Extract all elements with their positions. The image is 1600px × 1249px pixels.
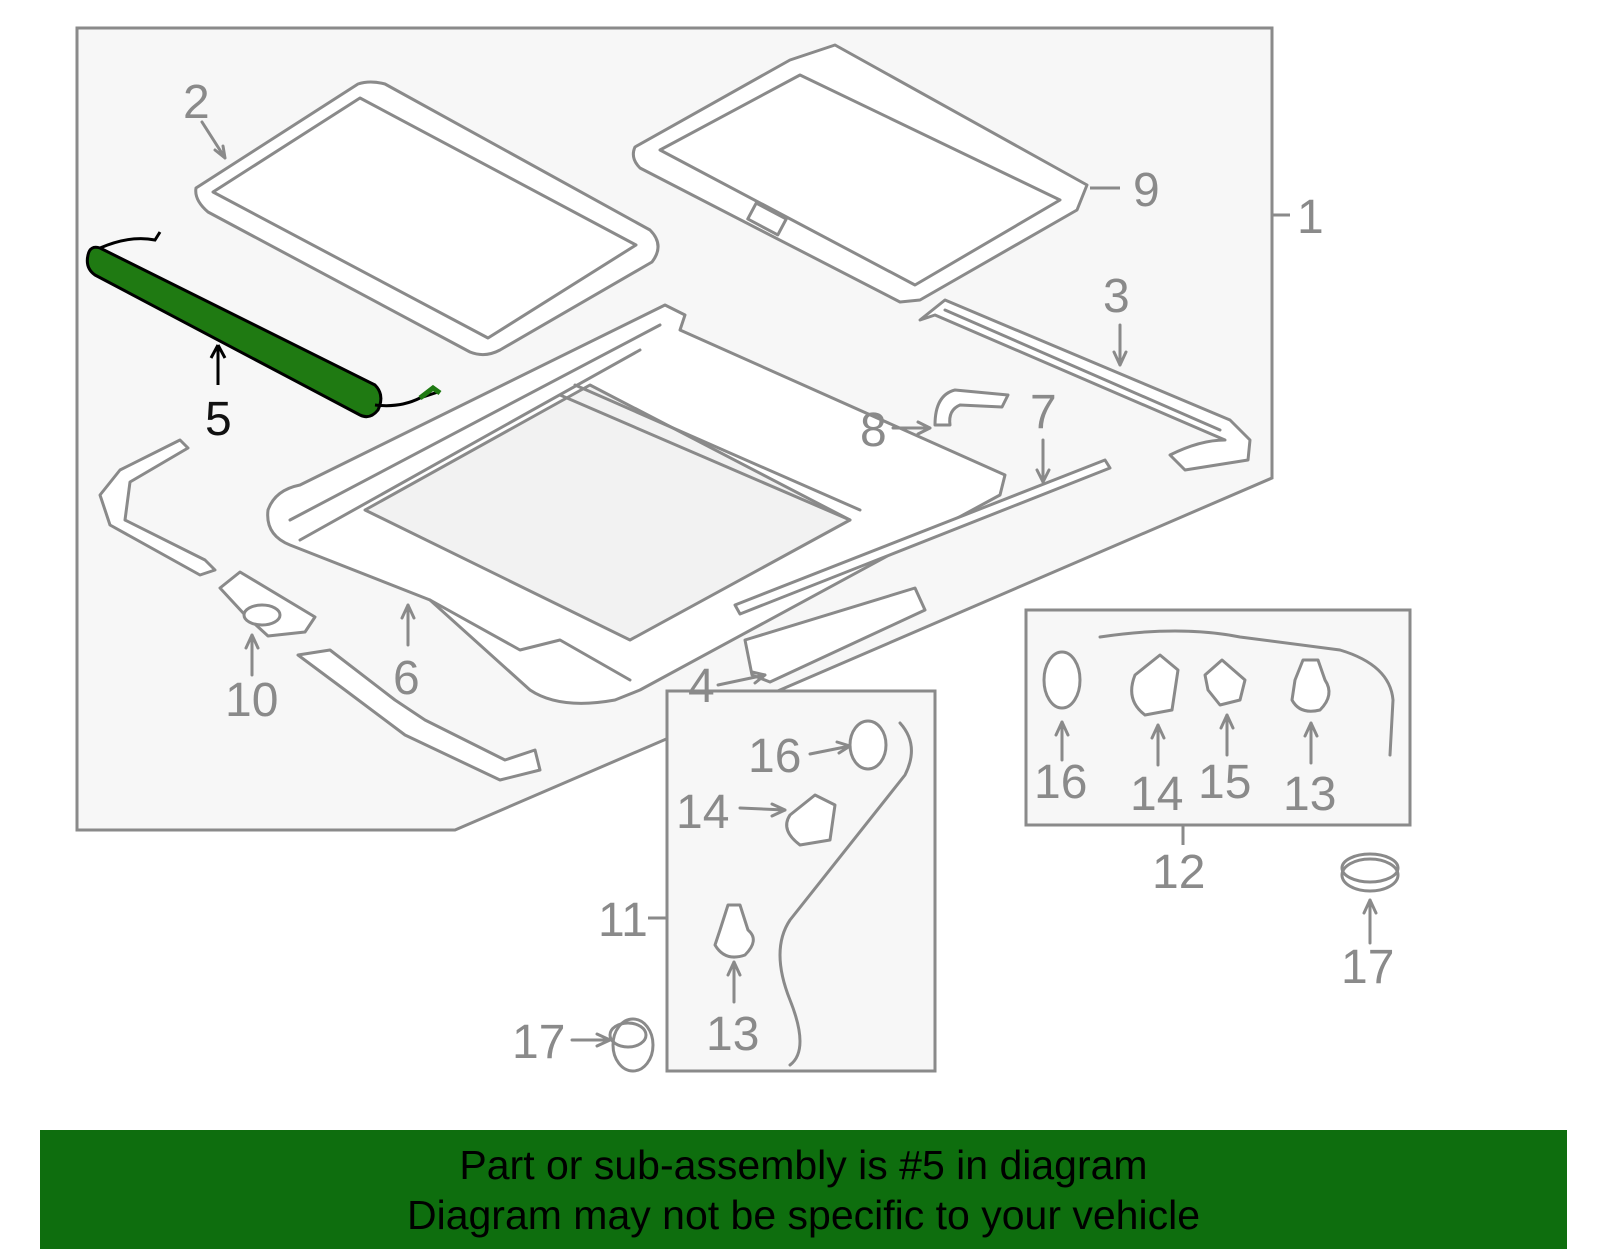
callout-15: 15 xyxy=(1198,756,1251,809)
callout-5: 5 xyxy=(205,393,232,446)
push-clip-13-box12 xyxy=(1290,658,1331,713)
callout-7: 7 xyxy=(1030,386,1057,439)
callout-16-box12: 16 xyxy=(1034,756,1087,809)
push-clip-13-box11 xyxy=(713,903,755,959)
callout-17-right: 17 xyxy=(1341,941,1394,994)
hose-clamp-16-box12 xyxy=(1042,650,1082,710)
callout-17-left: 17 xyxy=(512,1016,565,1069)
leader-7 xyxy=(1035,438,1051,484)
callout-13-box12: 13 xyxy=(1283,768,1336,821)
callout-12: 12 xyxy=(1152,846,1205,899)
leader-14-box12 xyxy=(1150,723,1166,767)
hose-clamp-17-left xyxy=(608,1017,655,1073)
callout-14-box11: 14 xyxy=(676,786,729,839)
leader-5 xyxy=(209,344,227,385)
notice-line-disclaimer: Diagram may not be specific to your vehi… xyxy=(406,1191,1200,1238)
callout-9: 9 xyxy=(1133,164,1160,217)
callout-14-box12: 14 xyxy=(1130,768,1183,821)
leader-6 xyxy=(400,603,416,647)
leader-13-box12 xyxy=(1303,721,1319,765)
guide-track-part-4 xyxy=(743,586,927,684)
callout-2: 2 xyxy=(183,76,210,129)
leader-2 xyxy=(200,120,227,160)
kit-box-11 xyxy=(665,689,937,1073)
callout-3: 3 xyxy=(1103,270,1130,323)
rear-rail-part-3 xyxy=(918,298,1252,472)
callout-8: 8 xyxy=(860,404,887,457)
leader-16-box11 xyxy=(808,740,852,756)
leader-8 xyxy=(891,420,932,436)
callout-13-box11: 13 xyxy=(706,1008,759,1061)
hose-clip-15-box12 xyxy=(1203,658,1247,707)
leader-17-left xyxy=(570,1032,612,1048)
kit-box-12 xyxy=(1024,608,1412,827)
lower-drain-frame xyxy=(296,648,542,782)
callout-10: 10 xyxy=(225,674,278,727)
drain-hose-12 xyxy=(1098,629,1395,757)
leader-10 xyxy=(244,633,260,677)
callout-16-box11: 16 xyxy=(748,730,801,783)
callout-6: 6 xyxy=(393,652,420,705)
callout-4: 4 xyxy=(688,660,715,713)
hose-clamp-16-box11 xyxy=(848,719,888,771)
side-rail-part-7 xyxy=(733,458,1112,616)
callout-11: 11 xyxy=(598,894,648,947)
leader-3 xyxy=(1112,323,1128,367)
notice-banner: Part or sub-assembly is #5 in diagram Di… xyxy=(40,1130,1567,1249)
sunshade-part-9 xyxy=(631,43,1089,304)
glass-panel-part-2 xyxy=(194,80,660,357)
leader-16-box12 xyxy=(1054,720,1070,762)
leader-4 xyxy=(716,670,767,687)
wind-deflector-part-5-highlighted xyxy=(85,231,442,419)
hose-clip-14-box11 xyxy=(785,793,837,847)
hose-clip-14-box12 xyxy=(1130,653,1180,717)
leader-14-box11 xyxy=(738,802,787,818)
leader-13-box11 xyxy=(726,960,742,1004)
roof-frame-part-6 xyxy=(266,303,1007,705)
notice-line-part: Part or sub-assembly is #5 in diagram xyxy=(459,1141,1148,1188)
drain-hose-11 xyxy=(778,721,913,1067)
leader-15-box12 xyxy=(1219,713,1235,757)
callout-1: 1 xyxy=(1297,191,1324,244)
left-drain-frame xyxy=(98,438,217,577)
motor-part-10 xyxy=(218,570,317,638)
leader-17-right xyxy=(1362,898,1378,945)
bracket-part-8 xyxy=(933,388,1010,427)
hose-clamp-17-right xyxy=(1340,852,1400,893)
